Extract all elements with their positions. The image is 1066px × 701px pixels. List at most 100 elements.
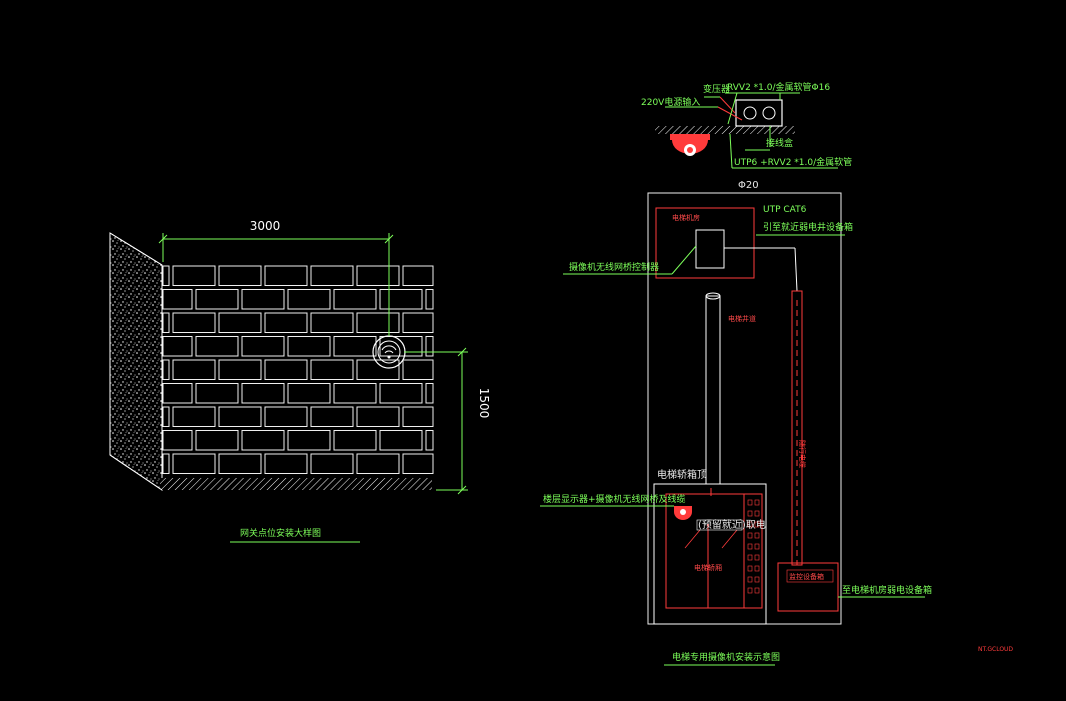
brick (241, 383, 285, 404)
brick (402, 359, 434, 380)
car-button (747, 576, 753, 583)
brick (379, 383, 423, 404)
brick (162, 289, 193, 310)
brick (241, 336, 285, 357)
brick (402, 453, 434, 474)
brick (162, 453, 170, 474)
label-car-top: 电梯轿箱顶 (657, 468, 707, 481)
brick (310, 312, 354, 333)
car-button (754, 532, 760, 539)
brick (172, 359, 216, 380)
car-button (747, 499, 753, 506)
dimension-width: 3000 (158, 219, 394, 336)
label-floor-display: 楼层显示器+摄像机无线网桥及线缆 (543, 493, 686, 505)
brick (425, 383, 434, 404)
label-pipe-dia: Φ20 (738, 180, 759, 191)
car-button (754, 565, 760, 572)
brick (172, 265, 216, 286)
dome-camera-icon (670, 134, 710, 156)
car-button (747, 521, 753, 528)
guide-rail (705, 295, 721, 485)
brick (425, 336, 434, 357)
brick-wall (162, 265, 434, 474)
brick (162, 359, 170, 380)
brick (333, 289, 377, 310)
wireless-ap-icon (372, 335, 406, 369)
brick (402, 406, 434, 427)
label-equipment-box: 监控设备箱 (789, 572, 824, 581)
label-cable-vertical: 随行电缆 (798, 440, 807, 468)
brick (218, 312, 262, 333)
car-button (747, 587, 753, 594)
car-button (754, 576, 760, 583)
brick (172, 406, 216, 427)
brick (162, 406, 170, 427)
brick (264, 312, 308, 333)
car-button (754, 521, 760, 528)
label-cable-mid: UTP6 +RVV2 *1.0/金属软管 (734, 156, 852, 168)
label-router: 摄像机无线网桥控制器 (569, 261, 659, 273)
brick (172, 453, 216, 474)
label-machine-room: 电梯机房 (672, 213, 700, 222)
brick (264, 265, 308, 286)
brick (310, 406, 354, 427)
brick (310, 265, 354, 286)
brick (379, 430, 423, 451)
brick (162, 265, 170, 286)
elevator-car (653, 483, 767, 625)
junction-box (735, 99, 783, 127)
traveling-cable: 随行电缆 (791, 290, 807, 566)
brick (218, 453, 262, 474)
dimension-width-label: 3000 (250, 219, 281, 233)
ceiling-slab (655, 126, 795, 134)
brick (218, 406, 262, 427)
label-shaft: 电梯井道 (728, 314, 756, 323)
label-cable-top: RVV2 *1.0/金属软管Φ16 (727, 81, 830, 93)
ground-hatch (160, 478, 432, 490)
brick (195, 289, 239, 310)
brick (162, 383, 193, 404)
car-camera-icon (674, 506, 692, 520)
dimension-height: 1500 (404, 347, 491, 495)
right-caption: 电梯专用摄像机安装示意图 (672, 651, 780, 663)
brick (172, 312, 216, 333)
brick (402, 265, 434, 286)
left-caption: 网关点位安装大样图 (240, 527, 321, 539)
label-utp: UTP CAT6 (763, 205, 807, 215)
label-220v: 220V电源输入 (641, 96, 700, 108)
car-button (754, 499, 760, 506)
car-button (754, 587, 760, 594)
car-button (747, 510, 753, 517)
label-power: (预留就近)取电 (698, 518, 766, 531)
label-to-box: 引至就近弱电井设备箱 (763, 221, 853, 233)
car-button (754, 510, 760, 517)
brick (425, 289, 434, 310)
dimension-height-label: 1500 (477, 388, 491, 419)
side-wall (109, 232, 163, 491)
watermark: NT.GCLOUD (978, 646, 1013, 653)
brick (287, 383, 331, 404)
bridge-controller-box (695, 229, 725, 269)
brick (287, 430, 331, 451)
brick (356, 265, 400, 286)
brick (264, 406, 308, 427)
machine-room (655, 207, 755, 279)
wall-elevation: 3000 1500 网关点位安装大样图 (109, 219, 491, 543)
car-button (747, 543, 753, 550)
car-button (747, 565, 753, 572)
brick (356, 359, 400, 380)
brick (241, 289, 285, 310)
brick (162, 430, 193, 451)
car-button (747, 532, 753, 539)
brick (333, 383, 377, 404)
brick (195, 430, 239, 451)
elevator-diagram: 220V电源输入 变压器 RVV2 *1.0/金属软管Φ16 接线盒 UTP6 … (540, 81, 1013, 666)
label-junction: 接线盒 (766, 137, 793, 149)
car-button (754, 554, 760, 561)
brick (287, 336, 331, 357)
brick (356, 312, 400, 333)
brick (333, 430, 377, 451)
equipment-box (777, 562, 839, 612)
brick (356, 453, 400, 474)
brick (310, 359, 354, 380)
